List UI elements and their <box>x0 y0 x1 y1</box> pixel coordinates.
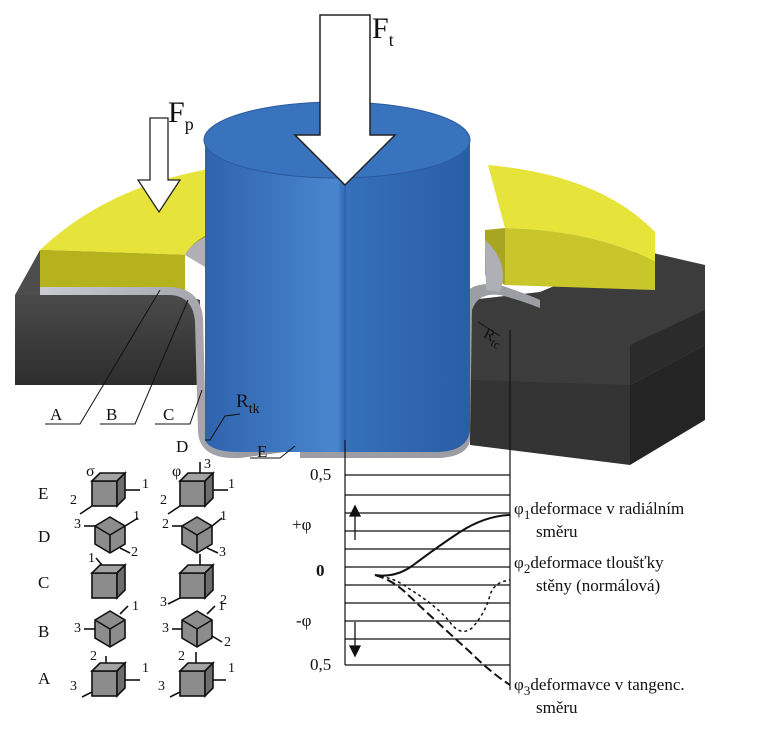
zone-leaders <box>45 289 501 459</box>
header-sigma: σ <box>86 463 95 480</box>
axis-num-B-s-1: 1 <box>132 599 139 614</box>
axis-num-D-p-2: 2 <box>162 517 169 532</box>
cube-sigma-C <box>90 557 127 600</box>
curve-phi2 <box>374 574 511 633</box>
axis-num-E-p-2: 2 <box>160 493 167 508</box>
row-label-A: A <box>38 669 51 688</box>
cube-sigma-E <box>79 471 140 515</box>
strain-graph-lines <box>345 474 510 666</box>
force-label-holder: Fp <box>168 96 194 134</box>
force-arrow-main <box>293 14 397 187</box>
axis-num-A-p-1: 1 <box>228 661 235 676</box>
stress-state-cubes <box>79 462 228 698</box>
force-label-main: Ft <box>372 12 394 50</box>
axis-num-B-p-1: 1 <box>218 599 225 614</box>
zone-label-C: C <box>163 405 175 424</box>
row-label-E: E <box>38 484 49 503</box>
axis-num-C-p-3: 3 <box>160 595 167 610</box>
axis-num-D-s-2: 2 <box>131 545 138 560</box>
row-label-D: D <box>38 527 51 546</box>
axis-num-E-p-1: 1 <box>228 477 235 492</box>
curve-phi1 <box>374 514 511 577</box>
graph-minus-label: -φ <box>296 611 312 630</box>
strain-axis-arrows <box>348 504 362 658</box>
legend-phi3: φ3deformavce v tangenc. směru <box>514 675 685 717</box>
axis-num-A-p-2: 2 <box>178 649 185 664</box>
axis-num-C-s-1: 1 <box>88 551 95 566</box>
cube-phi-C <box>167 554 215 605</box>
cube-sigma-B <box>84 605 129 648</box>
axis-num-B-s-3: 3 <box>74 621 81 636</box>
row-label-B: B <box>38 622 50 641</box>
force-arrow-holder <box>136 117 182 214</box>
zone-label-E: E <box>257 442 268 461</box>
cube-phi-A <box>169 652 226 698</box>
cube-phi-B <box>172 605 223 648</box>
graph-top-value: 0,5 <box>310 465 332 484</box>
zone-label-B: B <box>106 405 118 424</box>
axis-num-B-p-2: 2 <box>224 635 231 650</box>
axis-num-A-s-1: 1 <box>142 661 149 676</box>
cube-sigma-D <box>84 516 139 554</box>
legend-phi1: φ1deformace v radiálním směru <box>514 499 685 541</box>
axis-num-D-s-1: 1 <box>133 509 140 524</box>
cube-sigma-A <box>81 656 140 698</box>
axis-num-C-p-2: 2 <box>220 593 227 608</box>
cube-phi-E <box>167 462 228 515</box>
axis-num-E-s-2: 2 <box>70 493 77 508</box>
zone-label-A: A <box>50 405 63 424</box>
graph-bottom-value: 0,5 <box>310 655 332 674</box>
radius-label-punch: Rtk <box>236 391 260 417</box>
axis-num-D-p-3: 3 <box>219 545 226 560</box>
zone-label-D: D <box>176 437 189 456</box>
cube-phi-D <box>172 516 223 554</box>
axis-num-D-s-3: 3 <box>74 517 81 532</box>
legend-phi2: φ2deformace tloušťky stěny (normálová) <box>514 553 664 595</box>
axis-num-A-s-2: 2 <box>90 649 97 664</box>
axis-num-A-p-3: 3 <box>158 679 165 694</box>
graph-plus-label: +φ <box>292 515 312 534</box>
axis-num-E-s-1: 1 <box>142 477 149 492</box>
row-label-C: C <box>38 573 50 592</box>
curve-phi3 <box>374 574 511 686</box>
axis-num-E-p-3: 3 <box>204 457 211 472</box>
axis-num-A-s-3: 3 <box>70 679 77 694</box>
axis-num-D-p-1: 1 <box>220 509 227 524</box>
graph-zero-label: 0 <box>316 561 325 580</box>
axis-num-B-p-3: 3 <box>162 621 169 636</box>
header-phi: φ <box>172 463 182 480</box>
